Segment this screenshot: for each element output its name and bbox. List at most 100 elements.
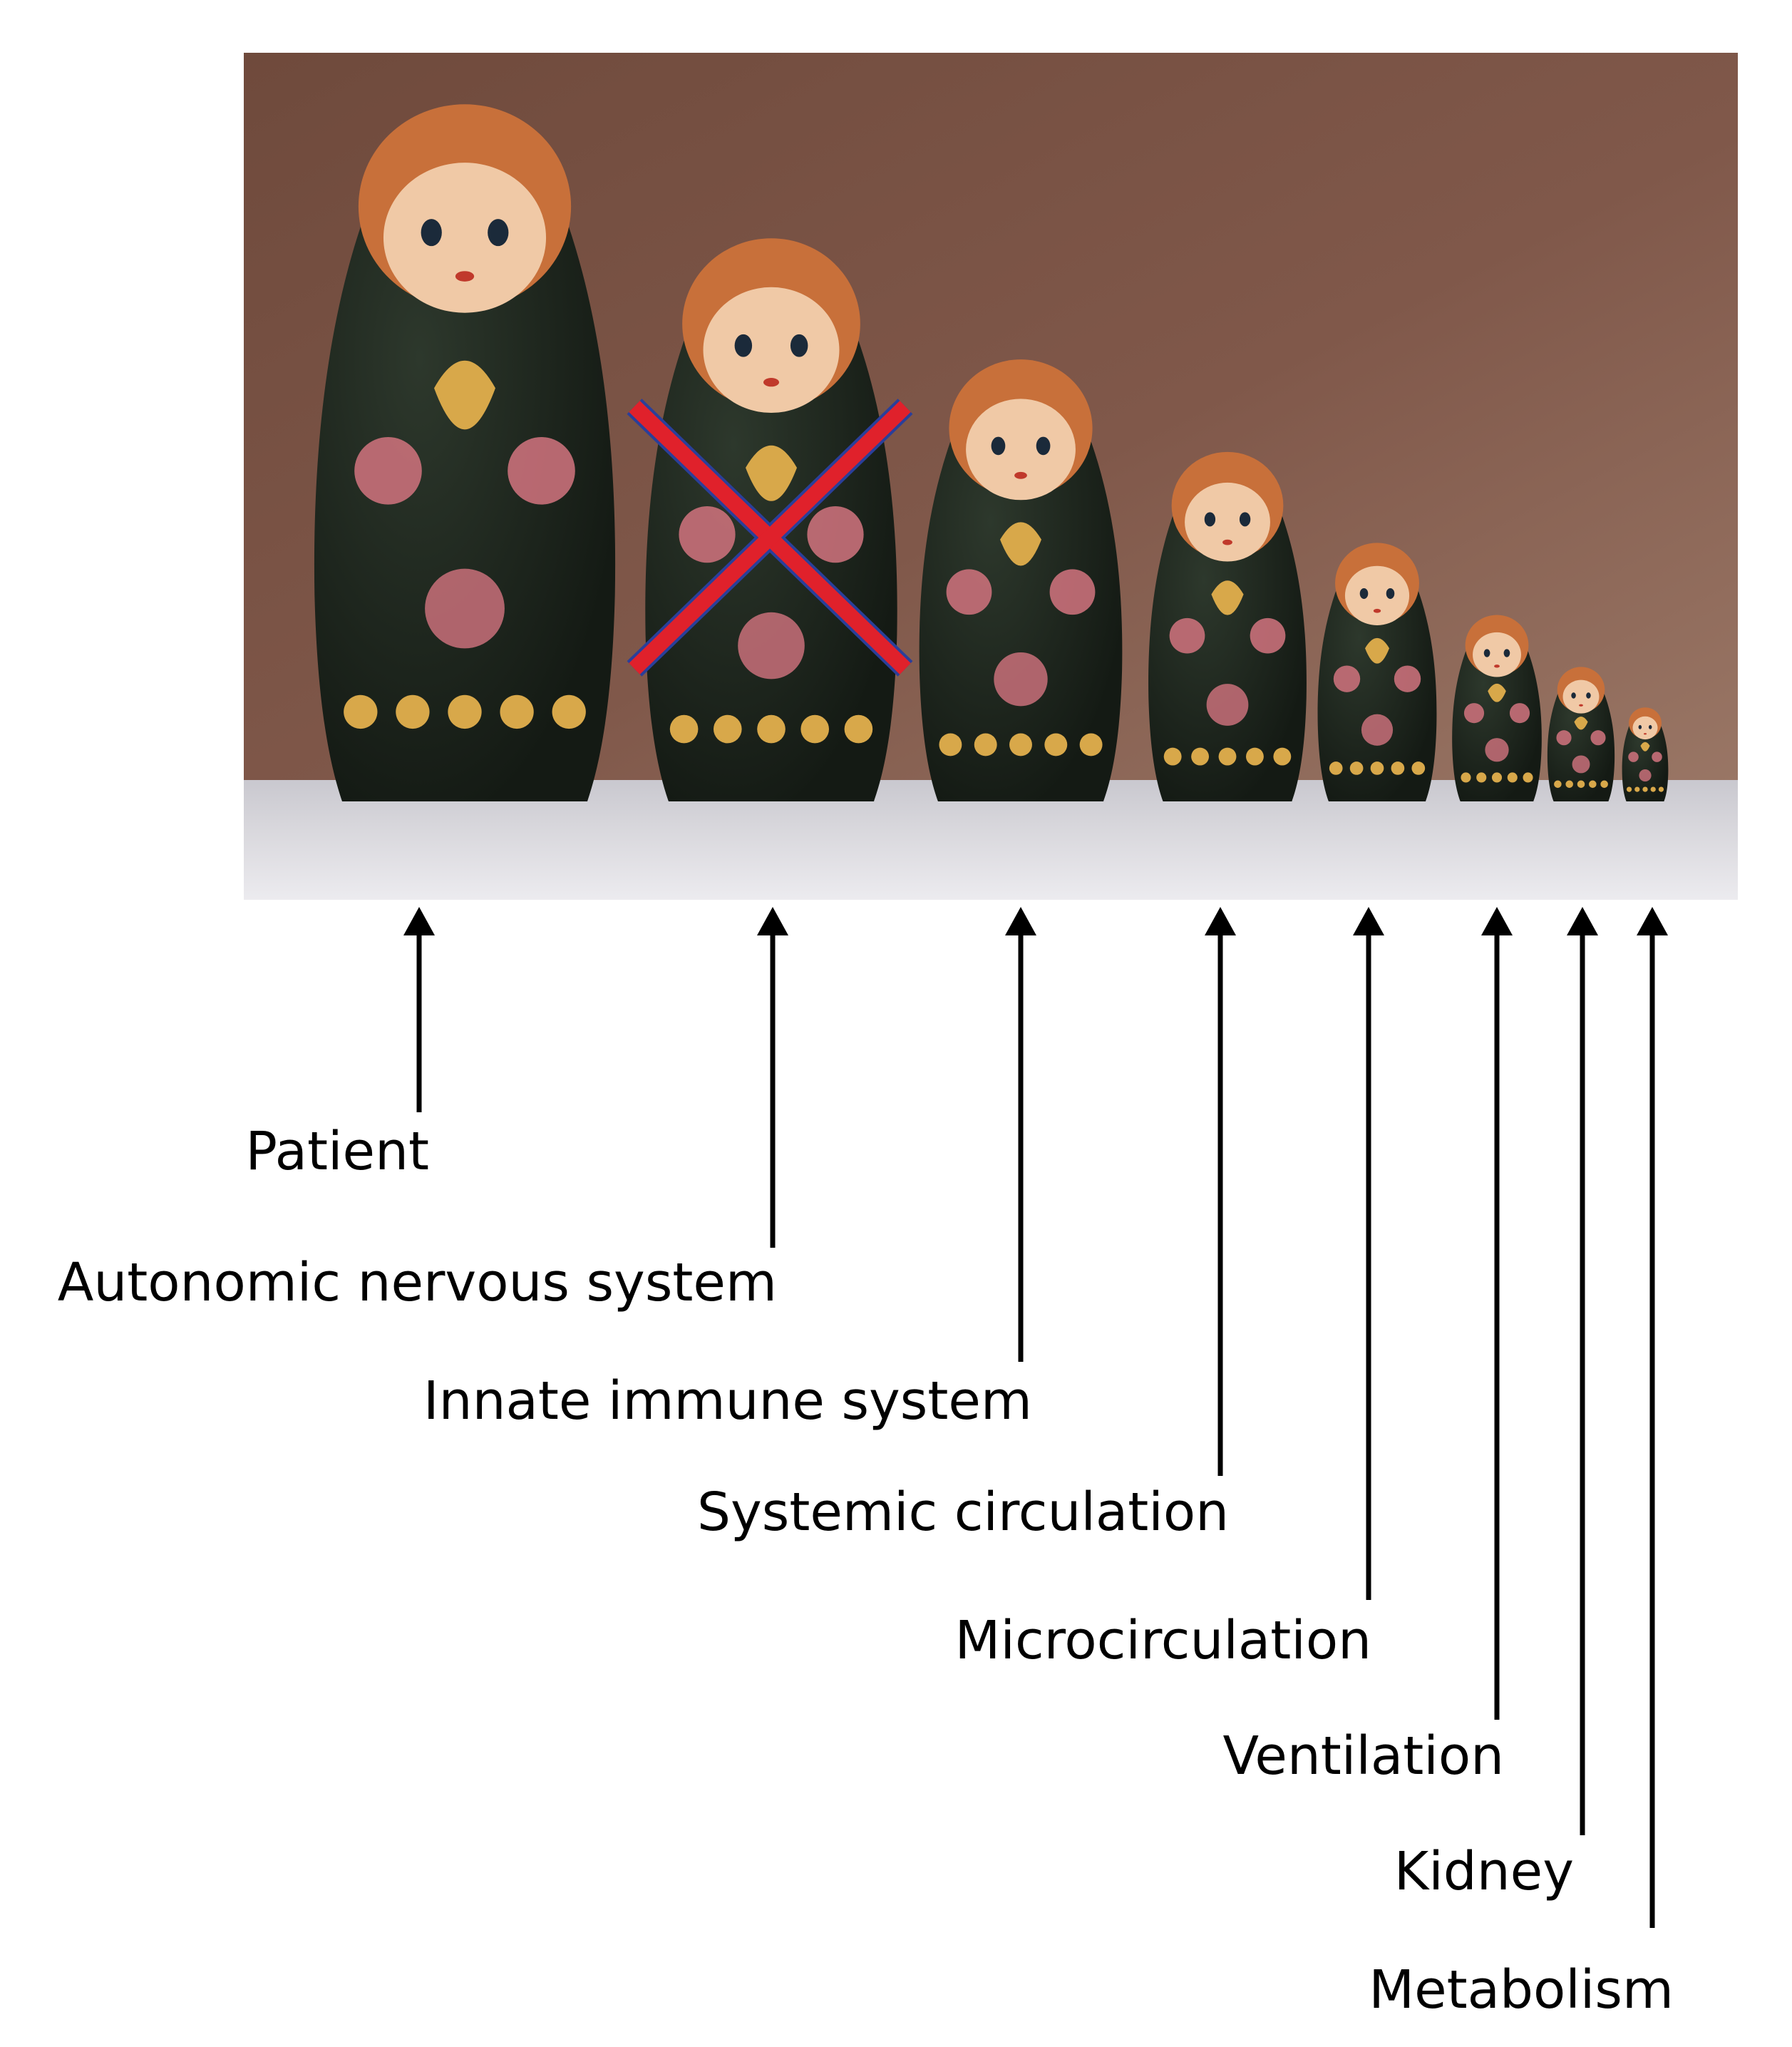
doll-flower [1361,714,1394,746]
doll-flower [1590,730,1606,746]
doll-dot [500,694,534,729]
doll-dot [1600,780,1608,789]
doll-dot [939,733,962,756]
arrow-head [403,907,435,935]
label-metabolism: Metabolism [1369,1959,1674,2021]
doll-dot [844,714,873,744]
doll-8 [1622,707,1669,801]
doll-dot [1009,733,1032,756]
arrow-metabolism [1637,907,1668,1928]
doll-7 [1547,667,1615,801]
doll-mouth [763,378,780,387]
arrow-kidney [1567,907,1598,1835]
arrow-autonomic-nervous-system [757,907,788,1248]
arrow-head [757,907,788,935]
doll-1 [314,104,616,802]
doll-dot [396,694,430,729]
doll-flower [1049,569,1096,615]
doll-eye [1204,512,1216,527]
doll-dot [1626,786,1632,792]
label-ventilation: Ventilation [1222,1725,1504,1787]
doll-eye [1359,588,1369,599]
doll-flower [679,506,736,563]
doll-eye [1586,692,1591,699]
doll-flower [738,612,805,679]
doll-dot [1411,761,1426,775]
doll-flower [1485,738,1509,762]
arrow-head [1567,907,1598,935]
doll-leaf [1211,580,1244,615]
doll-flower [508,437,575,505]
doll-dot [757,714,786,744]
doll-mouth [1579,704,1583,707]
doll-flower [425,568,505,649]
doll-eye [421,219,442,247]
arrow-patient [403,907,435,1112]
doll-flower [1556,730,1572,746]
doll-flower [994,652,1048,707]
arrow-ventilation [1481,907,1513,1720]
doll-dot [1642,786,1648,792]
doll-dot [974,733,997,756]
doll-eye [1239,512,1251,527]
doll-eye [1648,724,1652,729]
doll-flower [1250,617,1286,654]
doll-dot [1634,786,1640,792]
doll-row [314,104,1669,802]
doll-mouth [1643,733,1647,735]
doll-dot [1391,761,1405,775]
doll-body [1148,460,1307,801]
doll-flower [1509,703,1530,724]
label-autonomic-nervous-system: Autonomic nervous system [57,1252,777,1313]
doll-leaf [1365,637,1389,664]
doll-flower [1206,684,1249,726]
doll-flower [1628,751,1639,762]
doll-dot [1476,772,1487,783]
doll-face [1473,632,1521,677]
doll-flower [1394,665,1421,692]
doll-eye [734,334,753,357]
doll-leaf [746,445,797,501]
doll-dot [1577,780,1585,789]
doll-mouth [1494,665,1500,668]
matryoshka-photo [244,53,1738,900]
doll-eye [1386,588,1395,599]
doll-leaf [1000,522,1041,566]
doll-dot [1273,747,1292,766]
label-kidney: Kidney [1394,1841,1574,1902]
doll-4 [1148,451,1307,801]
doll-dot [1370,761,1384,775]
doll-face [1185,482,1270,562]
doll-eye [991,436,1006,456]
doll-body [1317,549,1437,801]
label-patient: Patient [245,1121,429,1182]
doll-dot [1044,733,1068,756]
cross-line [629,401,911,674]
doll-dot [552,694,586,729]
doll-eye [1483,649,1490,657]
doll-dot [1589,780,1597,789]
doll-mouth [1222,539,1232,545]
doll-dot [800,714,829,744]
doll-dot [1523,772,1533,783]
doll-face [703,287,840,414]
doll-eye [1571,692,1576,699]
arrow-head [1005,907,1036,935]
doll-flower [946,569,992,615]
doll-5 [1317,543,1437,801]
doll-face [1632,716,1658,740]
doll-leaf [1640,742,1650,751]
doll-dot [1658,786,1664,792]
doll-flower [807,506,864,563]
label-systemic-circulation: Systemic circulation [697,1482,1229,1543]
doll-dot [1491,772,1503,783]
doll-leaf [1574,716,1588,730]
doll-mouth [455,271,475,282]
doll-dot [1461,772,1471,783]
cross-mark [627,399,913,677]
doll-dot [1079,733,1103,756]
doll-mouth [1373,608,1381,613]
doll-dot [1191,747,1210,766]
arrow-head [1481,907,1513,935]
